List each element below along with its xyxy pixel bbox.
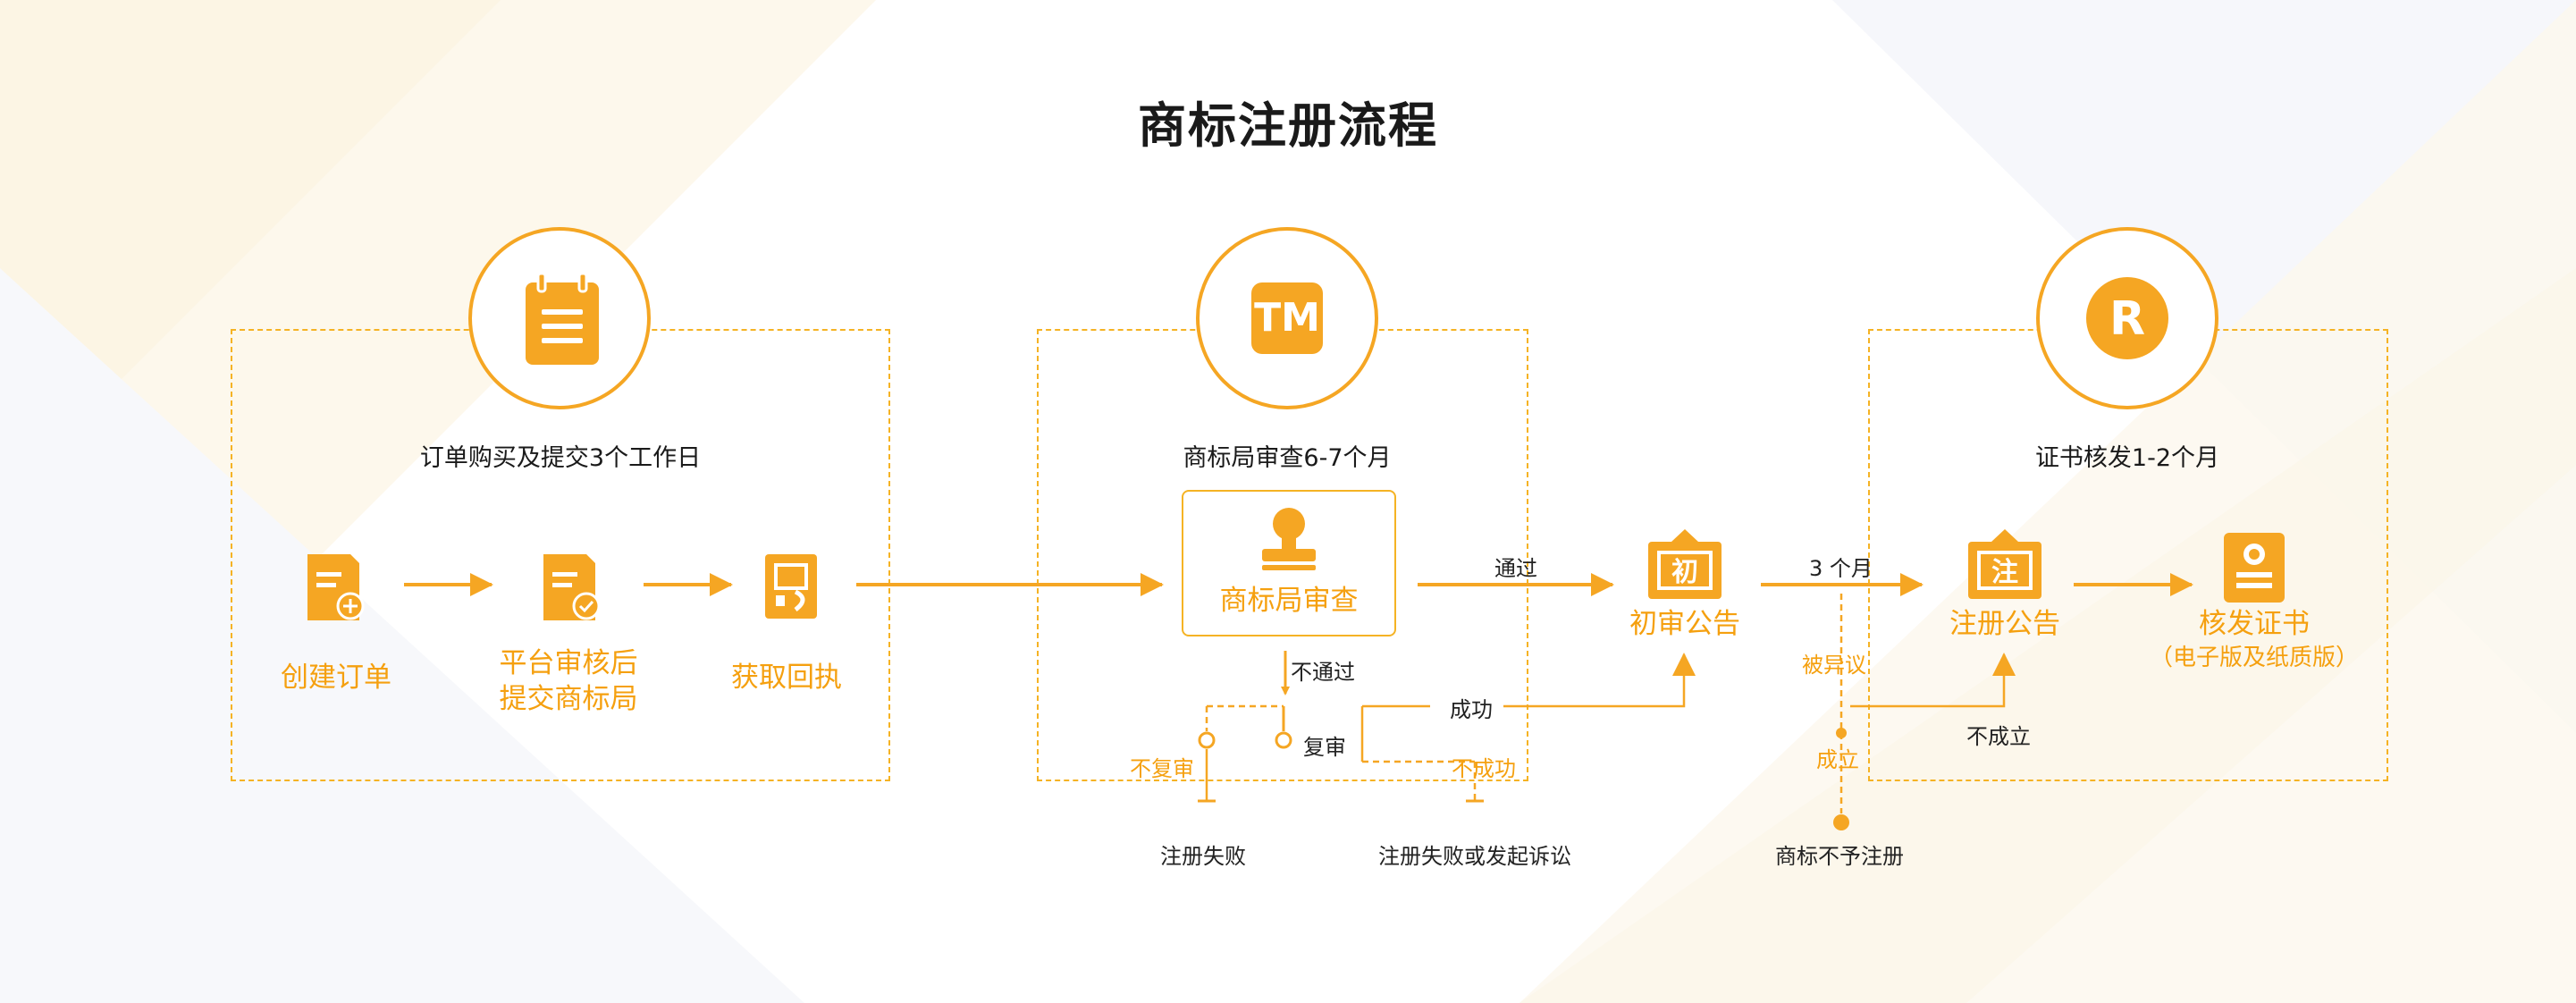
not-established-label: 不成立 — [1966, 724, 2031, 749]
objection-label: 被异议 — [1802, 653, 1866, 678]
no-re-review-label: 不复审 — [1130, 756, 1194, 781]
receipt-icon — [765, 554, 817, 619]
stage-order-circle — [468, 227, 651, 409]
step-platform-review-label: 平台审核后 提交商标局 — [479, 645, 658, 717]
svg-text:TM: TM — [1254, 295, 1320, 341]
step-platform-review-line2: 提交商标局 — [499, 683, 638, 715]
stage-review-title: 商标局审查6-7个月 — [1183, 444, 1392, 472]
certificate-label: 核发证书 （电子版及纸质版） — [2129, 606, 2379, 674]
step-platform-review-line1: 平台审核后 — [499, 647, 638, 679]
not-pass-label: 不通过 — [1291, 660, 1355, 685]
certificate-icon — [2224, 533, 2285, 603]
stage-certificate-circle: R — [2036, 227, 2218, 409]
review-label: 商标局审查 — [1219, 585, 1359, 617]
pass-label: 通过 — [1494, 556, 1537, 581]
clipboard-icon — [526, 272, 599, 365]
three-months-label: 3 个月 — [1809, 556, 1873, 581]
svg-text:注: 注 — [1991, 557, 2018, 588]
success-label: 成功 — [1450, 697, 1493, 722]
step-create-order-label: 创建订单 — [281, 662, 391, 694]
tm-icon: TM — [1251, 282, 1323, 354]
notice-board-icon: 注 — [1968, 529, 2041, 599]
document-plus-icon — [307, 554, 365, 620]
page-title: 商标注册流程 — [1138, 97, 1438, 154]
established-label: 成立 — [1816, 747, 1859, 772]
result-lawsuit-label: 注册失败或发起诉讼 — [1378, 844, 1571, 869]
preliminary-notice-label: 初审公告 — [1629, 608, 1740, 640]
stamp-icon — [1262, 508, 1316, 570]
registered-icon: R — [2086, 277, 2168, 359]
rejected-label: 商标不予注册 — [1775, 844, 1904, 869]
stage-certificate-title: 证书核发1-2个月 — [2034, 444, 2220, 472]
not-success-label: 不成功 — [1452, 756, 1516, 781]
certificate-label-line2: （电子版及纸质版） — [2149, 645, 2359, 671]
stage-order-title: 订单购买及提交3个工作日 — [419, 444, 702, 472]
preliminary-notice-icon: 初 — [1648, 529, 1722, 599]
svg-text:初: 初 — [1671, 557, 1698, 588]
result-fail-label: 注册失败 — [1160, 844, 1246, 869]
document-check-icon — [543, 554, 601, 620]
trademark-review-box: 商标局审查 — [1182, 490, 1396, 636]
certificate-label-line1: 核发证书 — [2199, 608, 2310, 640]
svg-text:R: R — [2109, 292, 2145, 346]
stage-review-circle: TM — [1196, 227, 1378, 409]
re-review-label: 复审 — [1303, 735, 1346, 760]
registration-notice-label: 注册公告 — [1949, 608, 2060, 640]
step-receipt-label: 获取回执 — [731, 662, 842, 694]
